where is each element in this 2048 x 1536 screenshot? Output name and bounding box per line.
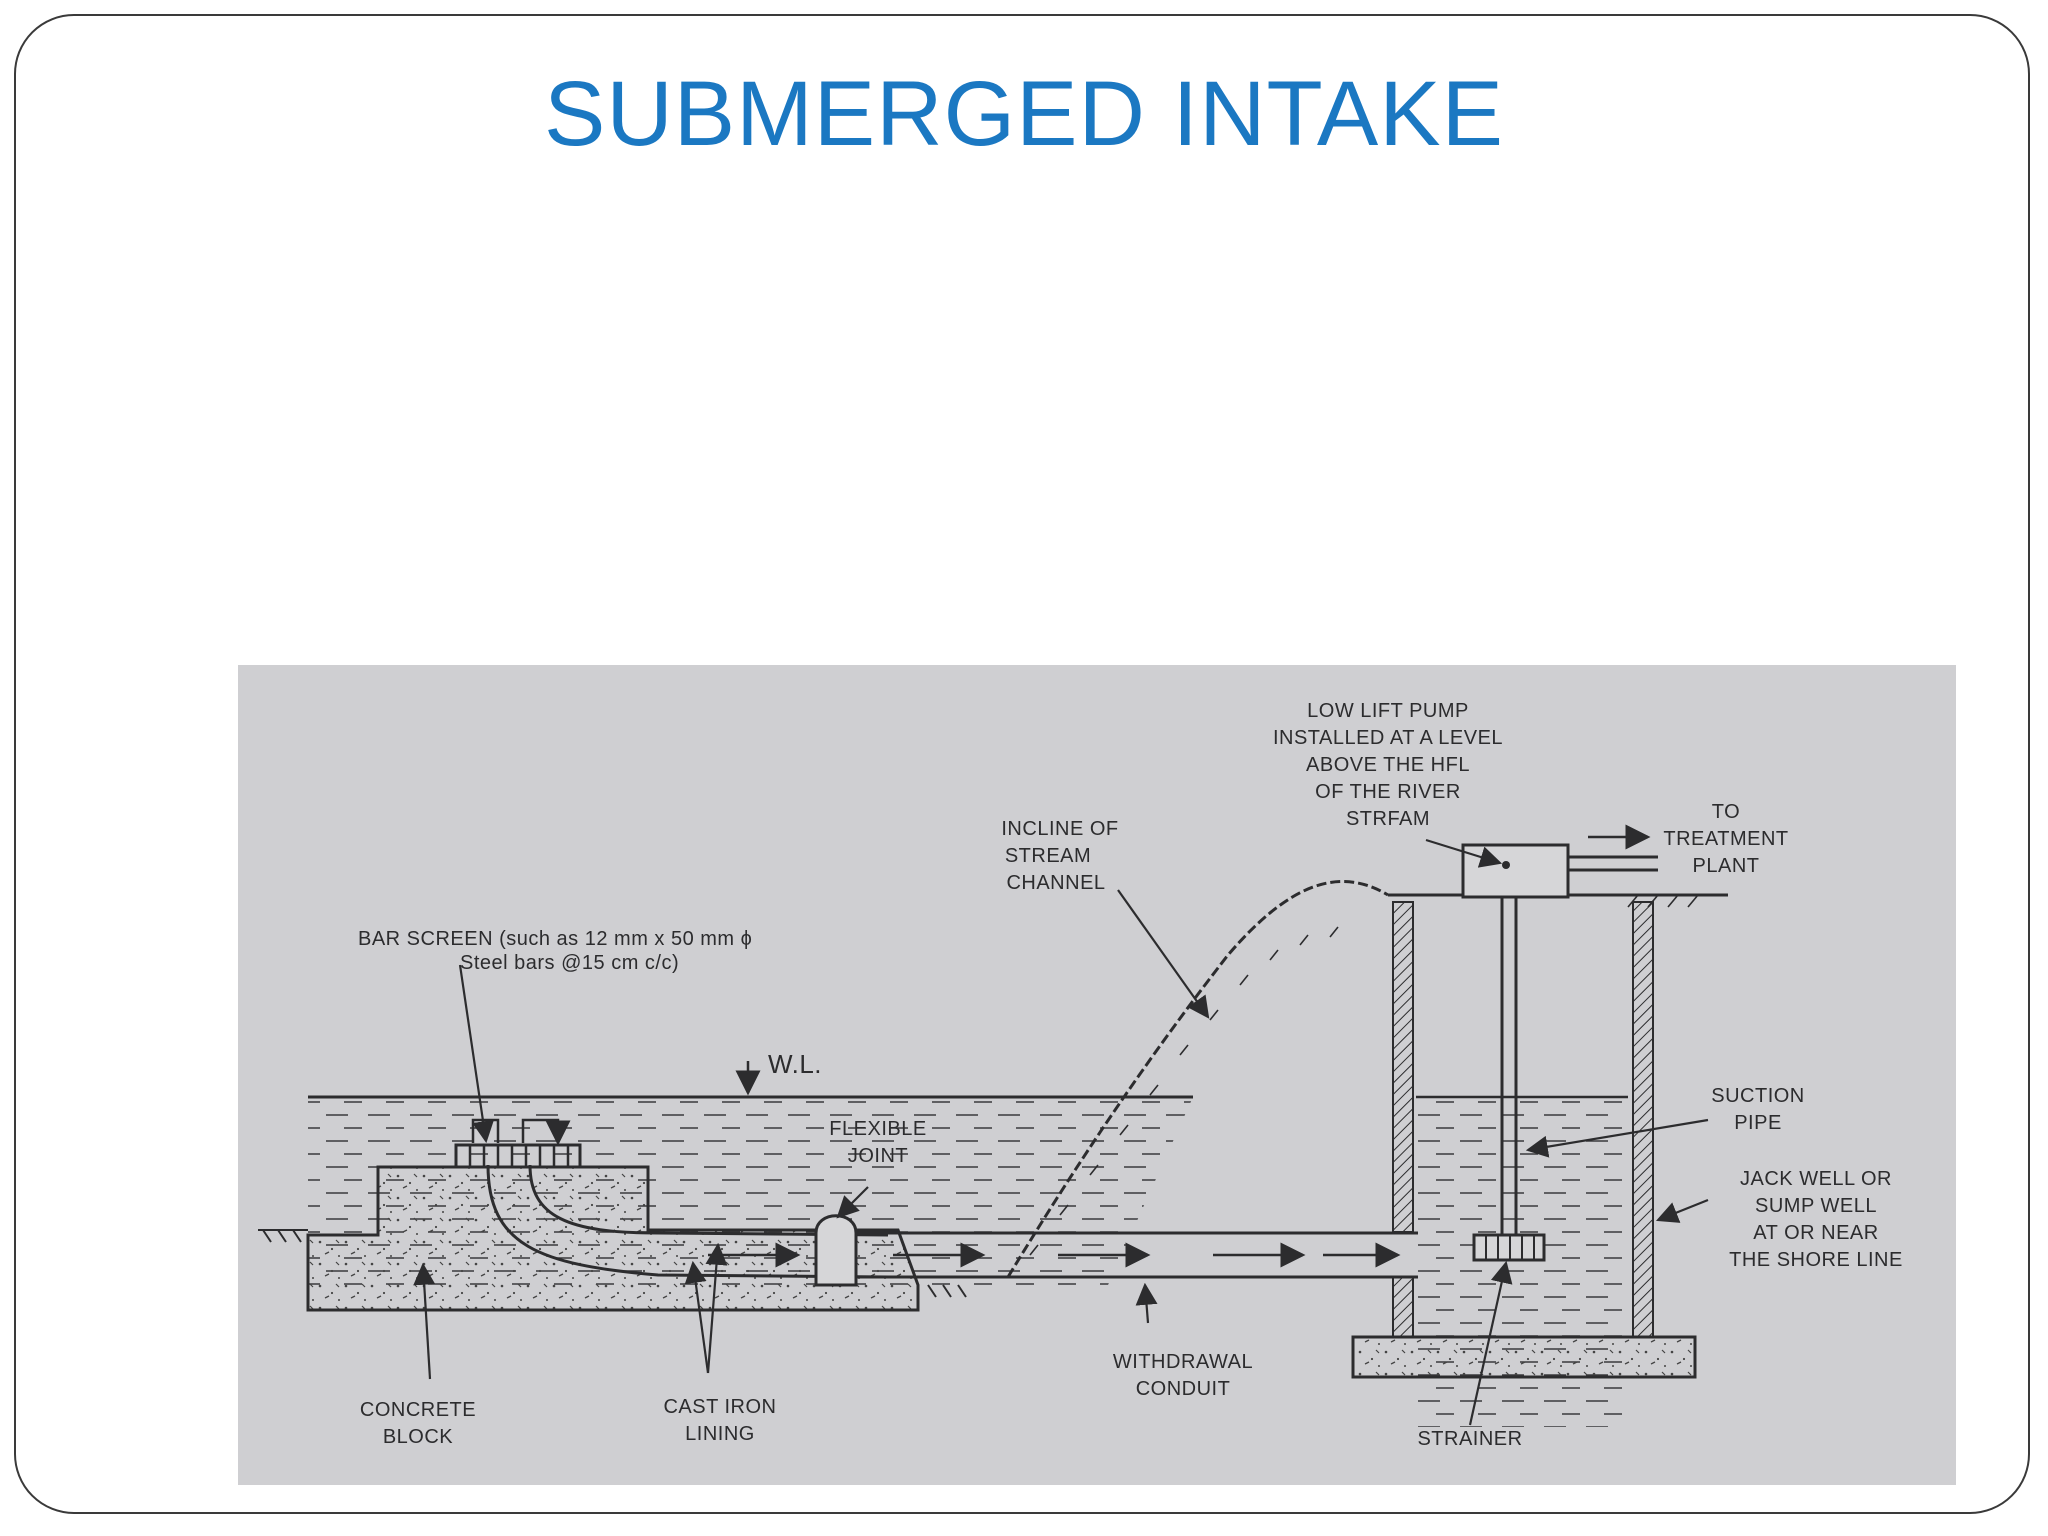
label-low-lift-pump-5: STRFAM	[1346, 808, 1430, 830]
flexible-joint	[814, 1214, 858, 1287]
label-withdrawal-2: CONDUIT	[1136, 1378, 1231, 1400]
low-lift-pump	[1461, 824, 1658, 899]
label-bar-screen-1: BAR SCREEN (such as 12 mm x 50 mm ϕ	[358, 928, 752, 950]
label-concrete-1: CONCRETE	[360, 1399, 476, 1421]
label-jack-well-1: JACK WELL OR	[1740, 1168, 1892, 1190]
label-cast-iron-2: LINING	[685, 1423, 755, 1445]
label-to-treatment-1: TO	[1712, 801, 1740, 823]
label-to-treatment-3: PLANT	[1693, 855, 1760, 877]
label-water-level: W.L.	[768, 1049, 822, 1079]
strainer	[1472, 1233, 1546, 1262]
stream-bank	[1006, 880, 1389, 1278]
jack-well	[1351, 901, 1697, 1379]
label-flexible-joint-1: FLEXIBLE	[829, 1118, 926, 1140]
slide-title: SUBMERGED INTAKE	[544, 63, 1504, 165]
label-incline-1: INCLINE OF	[1001, 818, 1118, 840]
label-jack-well-2: SUMP WELL	[1755, 1195, 1877, 1217]
label-flexible-joint-2: JOINT	[848, 1145, 908, 1167]
cast-iron-bend	[486, 1164, 889, 1279]
suction-pipe	[1500, 897, 1518, 1235]
label-low-lift-pump-4: OF THE RIVER	[1315, 781, 1461, 803]
concrete-block	[306, 1165, 920, 1312]
label-bar-screen-2: Steel bars @15 cm c/c)	[460, 952, 679, 974]
leader-lines	[413, 838, 1709, 1426]
label-suction-pipe-2: PIPE	[1734, 1112, 1782, 1134]
label-to-treatment-2: TREATMENT	[1663, 828, 1788, 850]
label-incline-3: CHANNEL	[1006, 872, 1105, 894]
riverbed-hatch	[258, 1229, 967, 1298]
label-jack-well-3: AT OR NEAR	[1753, 1222, 1878, 1244]
label-jack-well-4: THE SHORE LINE	[1729, 1249, 1903, 1271]
withdrawal-conduit	[708, 1231, 1418, 1279]
label-strainer: STRAINER	[1417, 1428, 1522, 1450]
label-suction-pipe-1: SUCTION	[1711, 1085, 1805, 1107]
label-low-lift-pump-2: INSTALLED AT A LEVEL	[1273, 727, 1503, 749]
label-cast-iron-1: CAST IRON	[663, 1396, 776, 1418]
label-concrete-2: BLOCK	[383, 1426, 453, 1448]
submerged-intake-diagram: LOW LIFT PUMP INSTALLED AT A LEVEL ABOVE…	[238, 665, 1956, 1485]
label-withdrawal-1: WITHDRAWAL	[1113, 1351, 1253, 1373]
diagram-svg: LOW LIFT PUMP INSTALLED AT A LEVEL ABOVE…	[258, 700, 1903, 1450]
bar-screen	[454, 1120, 580, 1167]
label-low-lift-pump-1: LOW LIFT PUMP	[1307, 700, 1469, 722]
diagram-labels: LOW LIFT PUMP INSTALLED AT A LEVEL ABOVE…	[358, 700, 1903, 1450]
label-incline-2: STREAM	[1005, 845, 1091, 867]
label-low-lift-pump-3: ABOVE THE HFL	[1306, 754, 1470, 776]
